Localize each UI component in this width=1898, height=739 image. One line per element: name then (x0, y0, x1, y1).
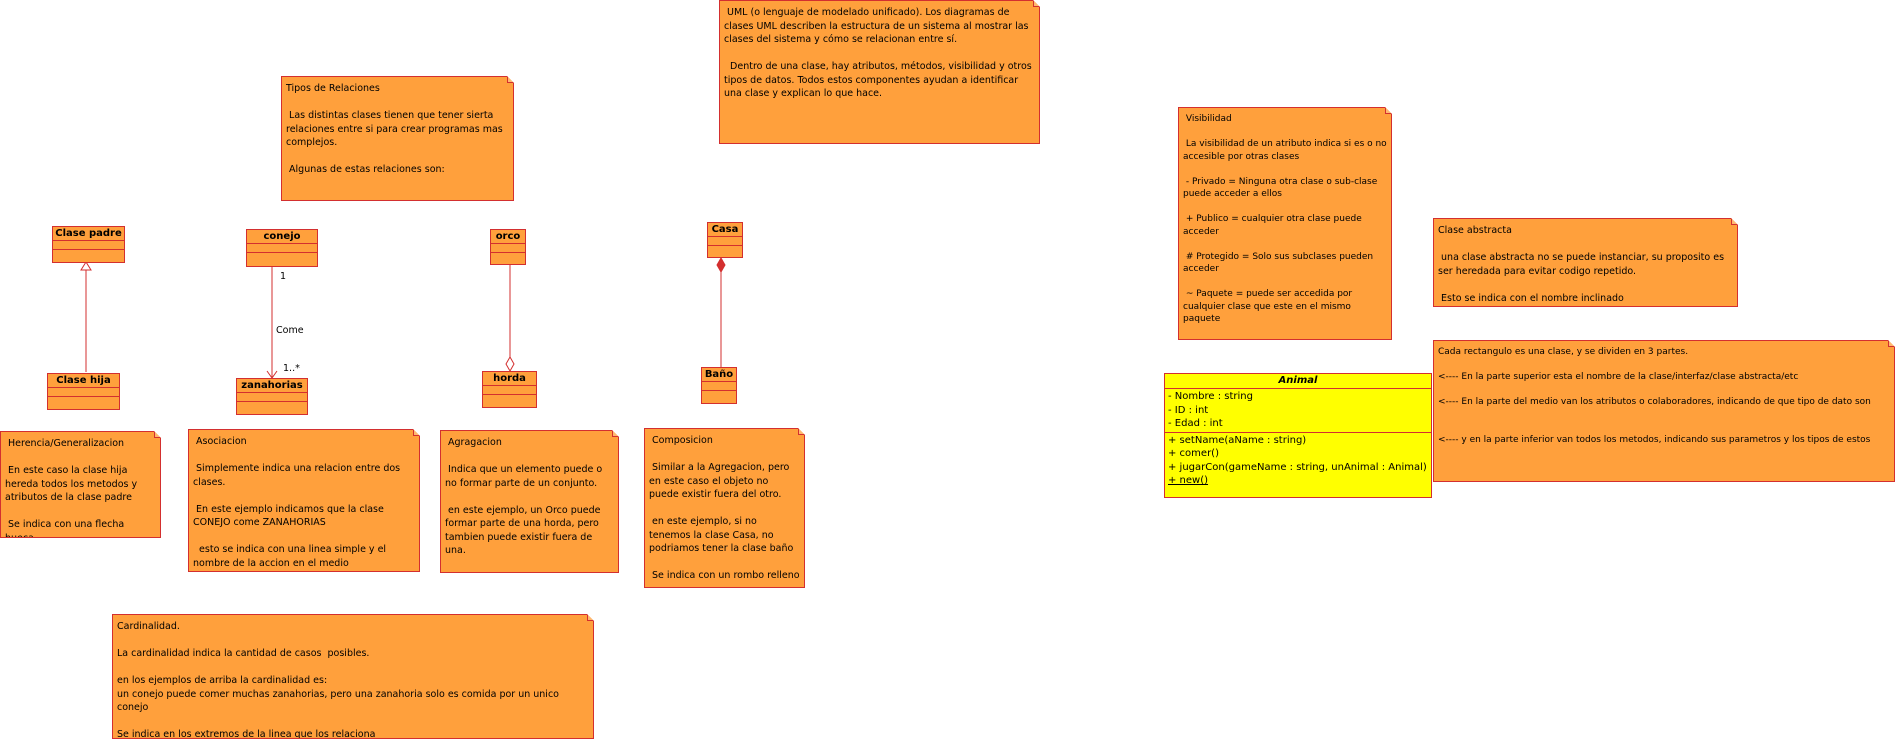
class-attributes (708, 237, 742, 246)
association-name-label: Come (276, 325, 304, 336)
note-tipos-relaciones[interactable]: Tipos de Relaciones Las distintas clases… (281, 76, 514, 201)
class-operations (708, 246, 742, 254)
note-agregacion[interactable]: Agragacion Indica que un elemento puede … (440, 430, 619, 573)
hollow-diamond-icon (505, 355, 515, 373)
note-rectangulo[interactable]: Cada rectangulo es una clase, y se divid… (1433, 340, 1895, 482)
class-attributes (237, 393, 307, 402)
multiplicity-many-label: 1..* (283, 363, 300, 374)
note-asociacion[interactable]: Asociacion Simplemente indica una relaci… (188, 429, 420, 572)
attribute-item: - Nombre : string (1168, 391, 1253, 402)
class-attributes (491, 244, 525, 253)
note-clase-abstracta[interactable]: Clase abstracta una clase abstracta no s… (1433, 218, 1738, 307)
note-composicion[interactable]: Composicion Similar a la Agregacion, per… (644, 428, 805, 588)
class-name: orco (491, 230, 525, 244)
note-herencia[interactable]: Herencia/Generalizacion En este caso la … (0, 431, 161, 538)
class-horda[interactable]: horda (482, 371, 537, 408)
class-attributes (53, 241, 124, 250)
class-name: Clase padre (53, 227, 124, 241)
class-operations (247, 253, 317, 261)
operation-item: + setName(aName : string) (1168, 434, 1307, 446)
class-casa[interactable]: Casa (707, 222, 743, 258)
filled-diamond-icon (716, 256, 726, 274)
note-uml-intro[interactable]: UML (o lenguaje de modelado unificado). … (719, 0, 1040, 144)
class-attributes (247, 244, 317, 253)
class-bano[interactable]: Baño (701, 367, 737, 404)
class-name: horda (483, 372, 536, 386)
class-clase-hija[interactable]: Clase hija (47, 373, 120, 410)
class-name: Casa (708, 223, 742, 237)
class-conejo[interactable]: conejo (246, 229, 318, 267)
class-operations (483, 395, 536, 403)
class-name: conejo (247, 230, 317, 244)
note-cardinalidad[interactable]: Cardinalidad. La cardinalidad indica la … (112, 614, 594, 739)
abstract-class-name: Animal (1165, 374, 1431, 389)
class-operations (491, 253, 525, 261)
static-operation-item: + new() (1168, 475, 1209, 486)
attribute-item: - ID : int (1168, 404, 1209, 416)
operation-item: + comer() (1168, 448, 1219, 459)
hollow-arrow-icon (80, 261, 92, 271)
class-attributes: - Nombre : string - ID : int - Edad : in… (1165, 389, 1431, 433)
class-name: Baño (702, 368, 736, 382)
class-clase-padre[interactable]: Clase padre (52, 226, 125, 263)
class-operations (237, 402, 307, 410)
class-animal[interactable]: Animal - Nombre : string - ID : int - Ed… (1164, 373, 1432, 498)
class-attributes (702, 382, 736, 391)
note-visibilidad[interactable]: Visibilidad La visibilidad de un atribut… (1178, 107, 1392, 340)
class-operations (53, 250, 124, 258)
class-operations (702, 391, 736, 399)
class-operations (48, 397, 119, 405)
class-name: zanahorias (237, 379, 307, 393)
class-name: Clase hija (48, 374, 119, 388)
multiplicity-one-label: 1 (280, 271, 287, 282)
class-zanahorias[interactable]: zanahorias (236, 378, 308, 415)
class-orco[interactable]: orco (490, 229, 526, 265)
class-operations: + setName(aName : string) + comer() + ju… (1165, 433, 1431, 489)
attribute-item: - Edad : int (1168, 418, 1223, 429)
class-attributes (48, 388, 119, 397)
operation-item: + jugarCon(gameName : string, unAnimal :… (1168, 461, 1427, 473)
class-attributes (483, 386, 536, 395)
